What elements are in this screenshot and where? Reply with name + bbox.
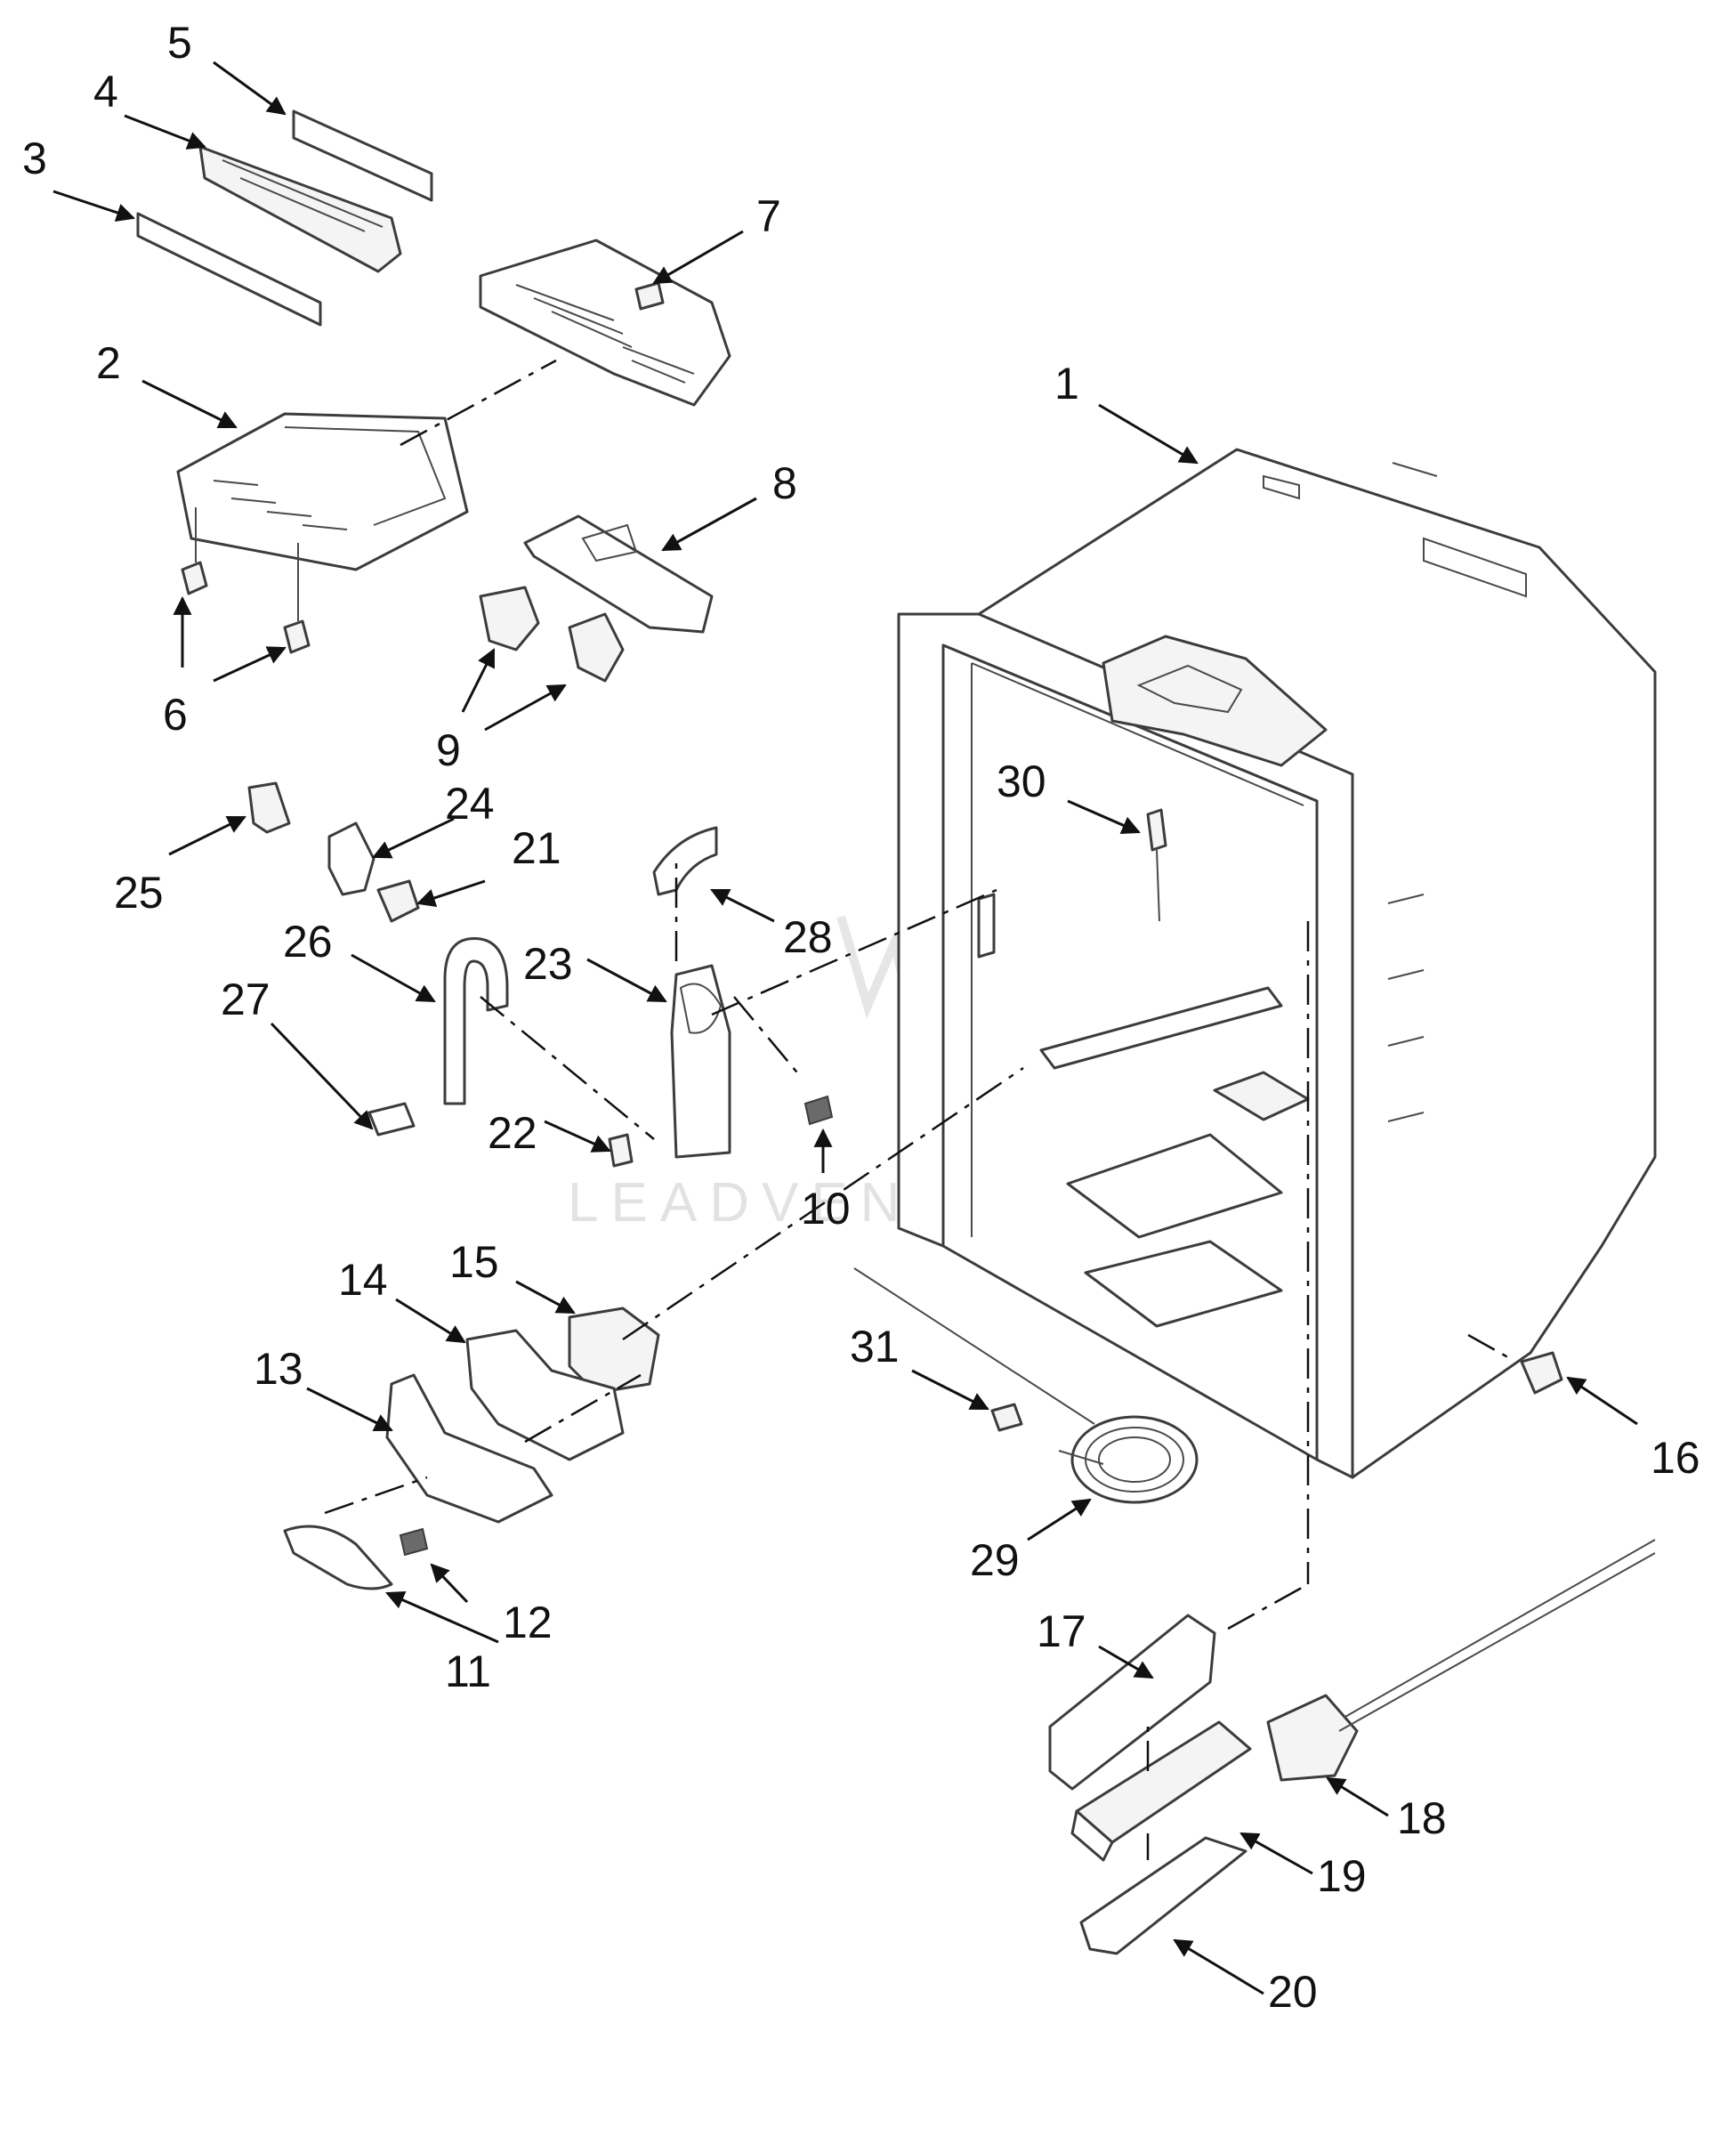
part-20-filter-cover	[1079, 1836, 1247, 1955]
callout-23: 23	[523, 939, 573, 989]
part-10-screw	[803, 1095, 834, 1126]
callout-10: 10	[801, 1184, 851, 1234]
part-1-liner	[897, 448, 1657, 1479]
callout-4: 4	[93, 67, 118, 117]
part-31-water-valve-fitting	[990, 1403, 1023, 1432]
part-27-clip	[367, 1102, 416, 1137]
part-4-control-board	[198, 145, 402, 273]
callout-1: 1	[1054, 359, 1079, 409]
part-5-bracket	[292, 109, 433, 202]
part-9-light-socket	[479, 586, 625, 683]
callout-11: 11	[445, 1646, 491, 1696]
callout-17: 17	[1037, 1606, 1086, 1656]
part-19-water-filter	[1070, 1720, 1252, 1862]
callout-30: 30	[997, 756, 1046, 806]
part-30-thermistor	[1146, 808, 1167, 922]
part-14-duct	[465, 1329, 625, 1461]
part-28-gasket	[652, 826, 718, 896]
part-11-paddle	[283, 1525, 393, 1590]
part-22-cap	[608, 1133, 634, 1168]
part-6-door-switch	[181, 507, 311, 654]
part-18-filter-head	[1266, 1539, 1656, 1782]
callout-15: 15	[449, 1237, 499, 1287]
callout-20: 20	[1268, 1967, 1318, 2017]
callout-31: 31	[850, 1322, 900, 1371]
callout-7: 7	[756, 191, 781, 241]
callout-9: 9	[436, 725, 461, 775]
part-23-water-filter-housing	[670, 964, 731, 1159]
callout-labels: 1 2 3 4 5 6 7 8 9 10 11 12 13 14 15 16 1…	[22, 18, 1700, 2017]
part-2-control-housing	[176, 412, 469, 571]
callout-19: 19	[1317, 1851, 1367, 1901]
part-17-filter-bracket	[1048, 1614, 1216, 1791]
callout-28: 28	[783, 912, 833, 962]
callout-29: 29	[970, 1535, 1020, 1585]
callout-26: 26	[283, 917, 333, 967]
callout-16: 16	[1651, 1433, 1700, 1483]
part-26-water-tube	[443, 937, 509, 1105]
alignment-guides	[324, 359, 1514, 1860]
callout-5: 5	[167, 18, 192, 68]
part-8-light-lens	[523, 514, 714, 634]
callout-18: 18	[1397, 1793, 1447, 1843]
part-16-leveling-leg	[1520, 1351, 1563, 1395]
callout-3: 3	[22, 134, 47, 183]
callout-25: 25	[114, 868, 164, 918]
callout-13: 13	[254, 1344, 303, 1394]
part-29-water-tubing	[853, 1267, 1199, 1504]
part-12-screw	[399, 1527, 429, 1557]
callout-6: 6	[163, 690, 188, 740]
callout-14: 14	[338, 1255, 388, 1305]
callout-8: 8	[772, 458, 797, 508]
part-3-display-overlay	[136, 212, 322, 327]
callout-21: 21	[512, 823, 561, 873]
callout-24: 24	[445, 779, 495, 829]
part-21-actuator	[376, 879, 420, 923]
callout-27: 27	[221, 975, 270, 1024]
leader-arrows	[52, 61, 1638, 1995]
part-13-chute	[385, 1373, 553, 1524]
callout-12: 12	[503, 1598, 553, 1647]
tubing-coil-icon	[1070, 1415, 1199, 1504]
callout-2: 2	[96, 338, 121, 388]
part-24-clip	[327, 821, 375, 896]
callout-22: 22	[488, 1108, 537, 1158]
part-25-sensor	[247, 781, 291, 834]
